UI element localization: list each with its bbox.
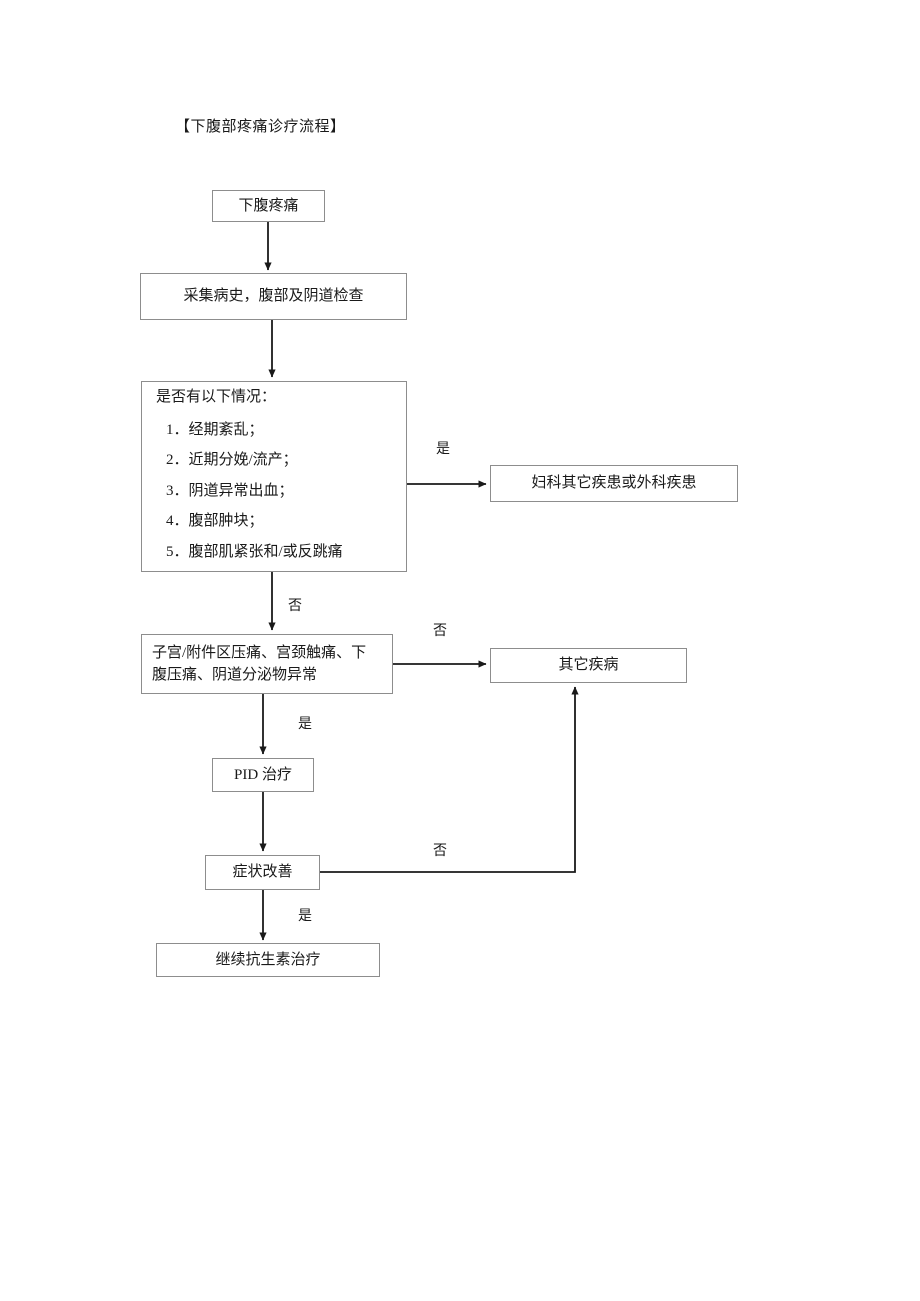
node-label: 子宫/附件区压痛、宫颈触痛、下 腹压痛、阴道分泌物异常: [152, 644, 367, 684]
edge-improve-no: [320, 686, 579, 873]
checklist-item: 1．经期紊乱；: [166, 421, 264, 438]
node-pelvic-tenderness[interactable]: 子宫/附件区压痛、宫颈触痛、下 腹压痛、阴道分泌物异常: [141, 634, 393, 694]
node-label: 妇科其它疾患或外科疾患: [531, 475, 697, 492]
node-continue-antibiotics[interactable]: 继续抗生素治疗: [156, 943, 380, 977]
node-label: PID 治疗: [234, 766, 292, 783]
node-label: 下腹疼痛: [238, 197, 299, 214]
checklist-item: 5．腹部肌紧张和/或反跳痛: [166, 543, 343, 560]
node-label: 症状改善: [232, 864, 293, 881]
edge-label-checklist-no: 否: [288, 599, 302, 614]
node-checklist-decision[interactable]: 是否有以下情况： 1．经期紊乱； 2．近期分娩/流产； 3．阴道异常出血； 4．…: [141, 381, 407, 572]
checklist-item: 3．阴道异常出血；: [166, 482, 294, 499]
page-title: 【下腹部疼痛诊疗流程】: [175, 119, 346, 135]
checklist-heading: 是否有以下情况：: [156, 389, 277, 405]
node-label: 继续抗生素治疗: [215, 951, 321, 968]
node-label: 采集病史，腹部及阴道检查: [183, 288, 364, 305]
edge-label-tenderness-no: 否: [433, 624, 447, 639]
node-lower-abdominal-pain[interactable]: 下腹疼痛: [212, 190, 325, 222]
node-label: 其它疾病: [558, 657, 619, 674]
node-gyn-or-surgical-disease[interactable]: 妇科其它疾患或外科疾患: [490, 465, 738, 502]
node-history-and-exam[interactable]: 采集病史，腹部及阴道检查: [140, 273, 407, 320]
checklist-item: 2．近期分娩/流产；: [166, 452, 298, 468]
edge-label-checklist-yes: 是: [436, 442, 450, 457]
checklist-item: 4．腹部肿块；: [166, 513, 264, 529]
node-other-disease[interactable]: 其它疾病: [490, 648, 687, 683]
edge-label-improve-no: 否: [433, 844, 447, 859]
checklist: 是否有以下情况： 1．经期紊乱； 2．近期分娩/流产； 3．阴道异常出血； 4．…: [142, 382, 406, 571]
edge-label-tenderness-yes: 是: [298, 717, 312, 732]
node-symptom-improved[interactable]: 症状改善: [205, 855, 320, 890]
node-pid-treatment[interactable]: PID 治疗: [212, 758, 314, 792]
edge-label-improve-yes: 是: [298, 909, 312, 924]
